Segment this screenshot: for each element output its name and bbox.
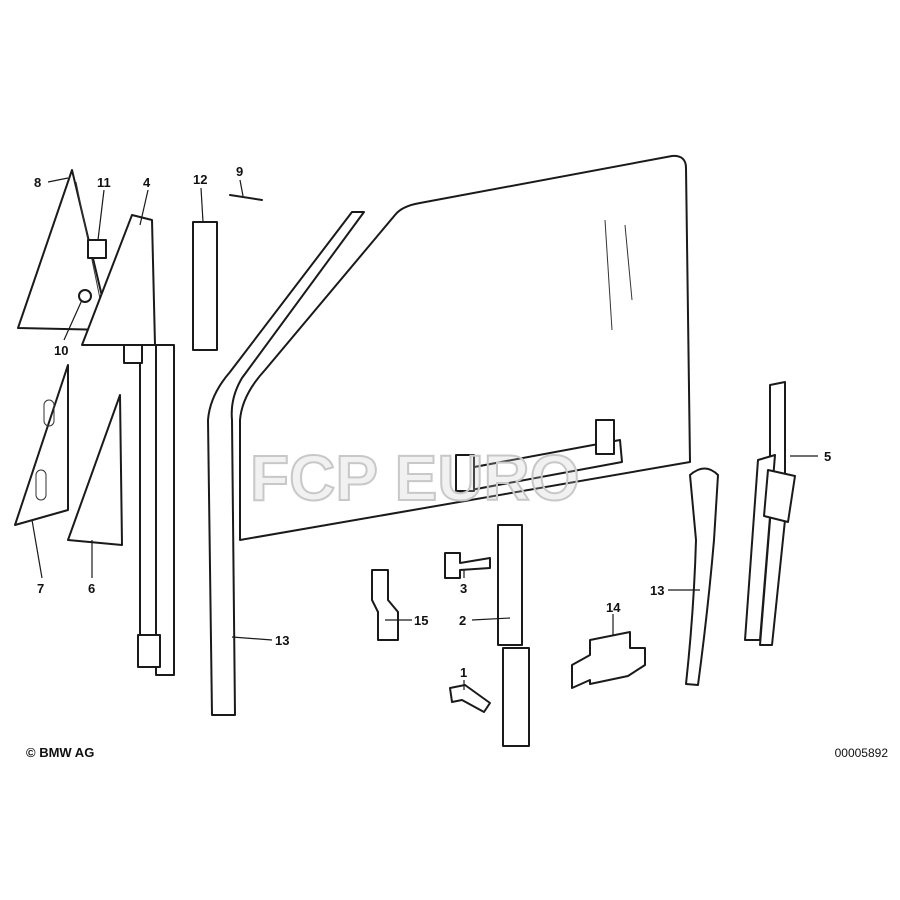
part-10-nut: [78, 289, 92, 303]
part-9-screw: [229, 194, 263, 201]
callout-10: 10: [54, 343, 68, 358]
callout-7: 7: [37, 581, 44, 596]
callout-2: 2: [459, 613, 466, 628]
part-14-clip: [571, 631, 646, 689]
callout-11: 11: [97, 175, 111, 190]
part-2-guide-rail: [497, 524, 530, 747]
watermark-logo: FCP EURO: [250, 442, 580, 514]
part-7-seal: [14, 364, 69, 526]
part-12-strip: [192, 221, 218, 351]
leader-lines: [31, 177, 818, 690]
callout-6: 6: [88, 581, 95, 596]
door-glass: [239, 154, 691, 541]
part-3-bolt: [444, 552, 491, 579]
part-5-rear-guide: [744, 381, 796, 646]
part-13-rear-channel: [685, 467, 719, 686]
callout-3: 3: [460, 581, 467, 596]
part-4-vent-frame: [81, 214, 175, 676]
glass-lifter-rail: [455, 419, 623, 493]
callout-1: 1: [460, 665, 467, 680]
callout-13-rear: 13: [650, 583, 664, 598]
callout-4: 4: [143, 175, 151, 190]
callout-5: 5: [824, 449, 831, 464]
callout-8: 8: [34, 175, 41, 190]
callout-14: 14: [606, 600, 621, 615]
part-11-clip: [87, 239, 107, 259]
part-1-bolt: [449, 684, 491, 713]
part-15-bracket: [371, 569, 399, 641]
callout-9: 9: [236, 164, 243, 179]
callout-12: 12: [193, 172, 207, 187]
part-6-glass: [67, 394, 123, 546]
part-13-window-channel: [207, 211, 365, 716]
callout-15: 15: [414, 613, 428, 628]
copyright-label: © BMW AG: [26, 745, 95, 760]
drawing-number: 00005892: [834, 746, 888, 760]
callout-13-front: 13: [275, 633, 289, 648]
